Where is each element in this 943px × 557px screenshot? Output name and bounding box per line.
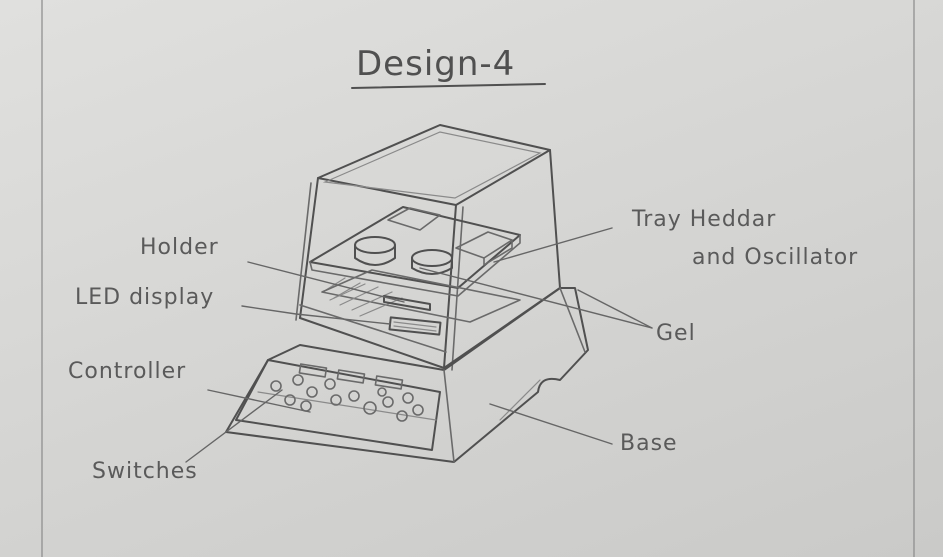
lid-back-right-edge: [549, 149, 561, 289]
gel-leader-2: [577, 289, 653, 329]
base-leader: [489, 403, 613, 445]
gel-disc-right: [411, 249, 453, 267]
label-switches: Switches: [92, 459, 198, 484]
base-body: [225, 287, 589, 463]
controller-leader: [207, 389, 311, 413]
label-gel: Gel: [656, 321, 696, 346]
label-controller: Controller: [68, 359, 186, 384]
switches-leader: [185, 389, 283, 463]
label-base: Base: [620, 431, 678, 456]
led-display-leader: [241, 305, 391, 325]
lid-front-left-edge: [299, 177, 319, 319]
title-underline: [351, 83, 546, 89]
label-led-display: LED display: [75, 285, 214, 310]
holder-bar: [383, 295, 431, 311]
holder-leader: [247, 261, 405, 303]
label-oscillator: and Oscillator: [692, 245, 858, 270]
design-title: Design-4: [356, 44, 515, 84]
device-sketch: [225, 124, 589, 463]
label-holder: Holder: [140, 235, 219, 260]
gel-disc-left: [354, 236, 396, 254]
label-tray: Tray Heddar: [631, 207, 776, 232]
control-panel: [235, 359, 441, 451]
tray-leader: [493, 227, 613, 263]
lid-top: [317, 124, 551, 206]
gel-leader-1: [419, 267, 653, 329]
